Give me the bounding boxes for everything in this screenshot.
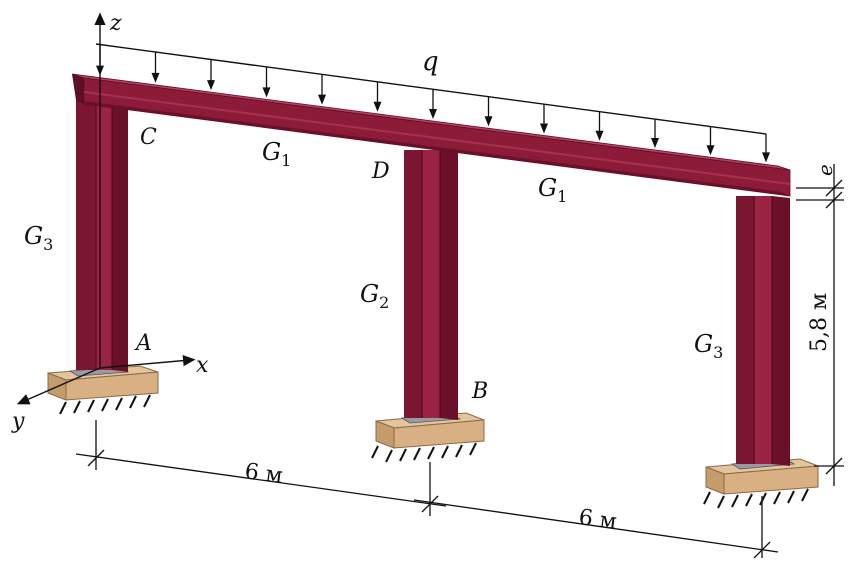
load-arrowhead — [595, 130, 604, 141]
dimensions — [75, 164, 844, 559]
column-right — [736, 196, 790, 466]
load-arrowhead — [207, 80, 215, 91]
beam-g1-right-label: G1 — [538, 174, 567, 206]
column-g3-right-label: G3 — [694, 330, 723, 362]
column-left — [76, 100, 128, 372]
column-g3-left-label: G3 — [24, 222, 53, 254]
distributed-load — [95, 43, 770, 163]
column-g2-label: G2 — [360, 280, 389, 312]
footing-a — [47, 365, 159, 415]
eccentricity-e-label: e — [813, 164, 837, 176]
x-axis-label: x — [196, 353, 209, 378]
span-left-dimension: 6 м — [243, 459, 284, 489]
load-arrowhead — [151, 72, 160, 83]
load-arrowhead — [318, 94, 326, 105]
load-q-label: q — [422, 47, 439, 77]
footing-b — [371, 412, 485, 463]
beam — [71, 73, 791, 197]
support-hatching-a — [59, 394, 151, 415]
load-arrowhead — [651, 137, 659, 148]
load-arrowhead — [429, 109, 437, 120]
height-dimension: 5,8 м — [807, 293, 832, 352]
support-hatching-b — [371, 442, 477, 463]
node-d-label: D — [371, 159, 390, 184]
axes — [16, 12, 196, 405]
z-axis-label: z — [109, 11, 122, 36]
node-b-label: B — [471, 379, 488, 404]
column-middle — [404, 150, 458, 420]
node-a-label: A — [134, 331, 152, 356]
support-hatching-right — [703, 488, 809, 509]
load-arrows — [96, 44, 770, 163]
load-arrowhead — [373, 101, 382, 112]
load-arrowhead — [540, 123, 548, 134]
y-axis-label: y — [11, 409, 25, 434]
load-arrowhead — [706, 145, 715, 156]
node-c-label: C — [140, 125, 157, 150]
footing-right — [703, 458, 819, 509]
span-right-dimension: 6 м — [577, 505, 618, 535]
beam-g1-left-label: G1 — [262, 138, 291, 170]
load-arrowhead — [484, 116, 493, 127]
load-arrowhead — [262, 87, 271, 98]
load-arrowhead — [762, 152, 770, 163]
